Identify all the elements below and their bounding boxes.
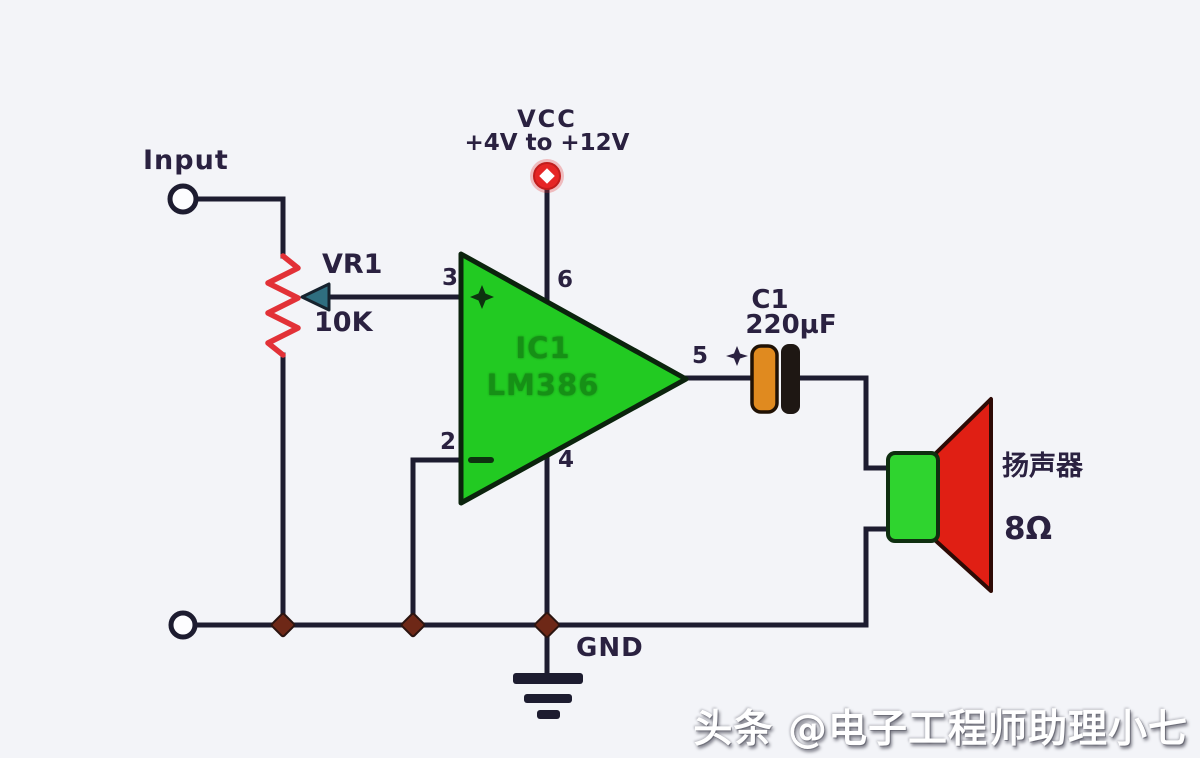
earth-ground-icon (513, 673, 583, 719)
potentiometer-wiper-arrow-icon (300, 282, 331, 312)
input-label: Input (143, 145, 229, 176)
potentiometer-resistor-body (265, 253, 301, 358)
ground-terminal-icon (168, 610, 198, 640)
pin4-label: 4 (558, 447, 575, 473)
cap-positive-plate (750, 344, 779, 414)
wire-speaker-minus-to-rail (863, 526, 892, 627)
pin3-label: 3 (442, 265, 459, 291)
pin5-label: 5 (692, 343, 709, 369)
pin2-label: 2 (440, 429, 457, 455)
speaker-horn (934, 397, 993, 593)
opamp-triangle-body (458, 251, 689, 506)
wire-pin2-to-ground-rail (410, 457, 464, 626)
input-terminal-icon (167, 183, 199, 215)
junction-dot-icon (534, 612, 560, 638)
opamp-designator: IC1 (515, 331, 571, 365)
opamp-part-number: LM386 (486, 368, 600, 403)
cap-value-label: 220µF (745, 310, 837, 340)
cap-polarity-plus-star-icon (726, 346, 748, 366)
cap-negative-plate (781, 344, 800, 414)
speaker-name-label: 扬声器 (1002, 451, 1083, 482)
speaker-body (886, 451, 940, 543)
speaker-impedance-label: 8Ω (1004, 511, 1052, 547)
wire-cap-to-speaker-plus (797, 375, 892, 471)
gnd-label: GND (576, 633, 644, 663)
junction-dot-icon (400, 612, 426, 638)
watermark-text: 头条 @电子工程师助理小七 (693, 707, 1188, 752)
potentiometer-name-label: VR1 (322, 249, 383, 280)
noninverting-plus-star-icon (470, 285, 494, 309)
pin6-label: 6 (557, 267, 574, 293)
junction-dot-icon (270, 612, 296, 638)
vcc-terminal-center (539, 168, 555, 184)
cap-name-label: C1 (751, 285, 789, 315)
vcc-range-label: +4V to +12V (464, 130, 630, 156)
potentiometer-value-label: 10K (314, 307, 373, 338)
wire-input-to-pot (194, 196, 286, 259)
inverting-minus-bar-icon (468, 457, 494, 463)
vcc-net-label: VCC (517, 105, 577, 133)
opamp-designator-label: IC1 LM386 (487, 330, 600, 404)
